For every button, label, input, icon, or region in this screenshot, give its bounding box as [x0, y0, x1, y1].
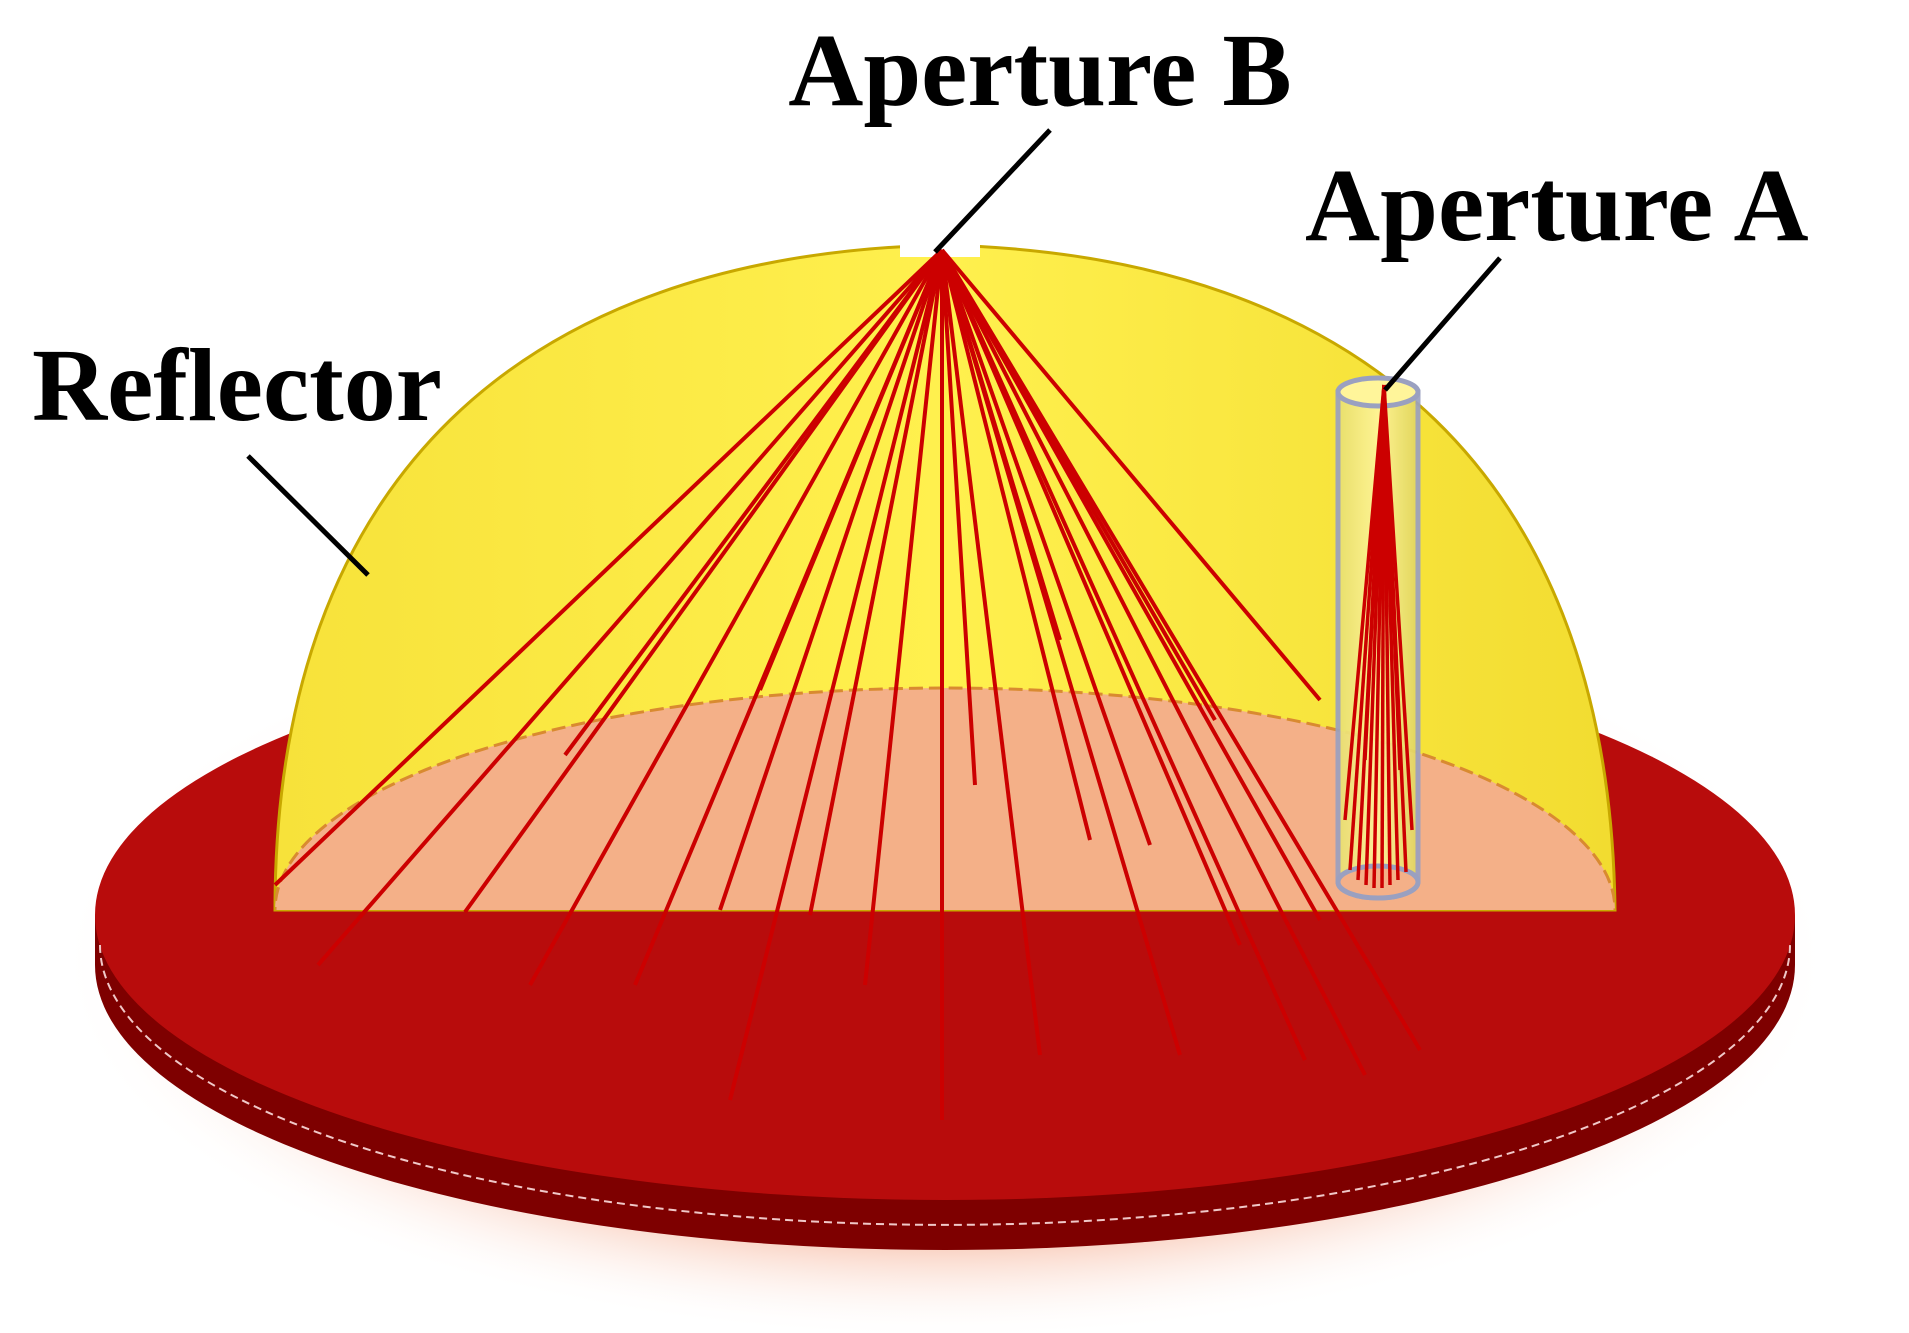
ray-b-11	[728, 249, 944, 1101]
leader-line-aperture-b	[933, 128, 1052, 254]
ray-a-9	[1343, 384, 1386, 821]
rays-from-aperture-b	[273, 248, 1422, 1120]
label-aperture-b: Aperture B	[788, 13, 1292, 128]
label-reflector: Reflector	[32, 328, 442, 443]
ray-b-14	[940, 249, 1042, 1056]
ray-b-13	[940, 249, 977, 786]
base-disk-rim-line	[99, 944, 1791, 1226]
ray-b-10	[863, 249, 944, 986]
leader-line-reflector	[246, 454, 370, 577]
rays-from-aperture-a	[1343, 384, 1414, 889]
leader-line-aperture-a	[1383, 256, 1502, 392]
ray-b-16	[940, 249, 1152, 846]
ray-a-12	[1382, 384, 1402, 771]
ray-b-1	[273, 248, 944, 887]
receiver-floor	[275, 686, 1615, 910]
ray-b-18	[940, 249, 1242, 946]
ray-b-2	[316, 248, 944, 967]
ray-b-4	[528, 249, 944, 986]
ray-b-19	[940, 249, 1307, 1061]
ray-b-3	[463, 248, 944, 914]
tube-top	[1335, 375, 1421, 409]
ray-b-25	[940, 249, 1062, 641]
ray-b-24	[940, 248, 1217, 722]
ray-b-15	[940, 249, 1092, 841]
ray-b-20	[940, 249, 1367, 1076]
ray-b-6	[563, 248, 944, 757]
ray-b-23	[940, 248, 1322, 702]
ray-b-9	[808, 249, 944, 916]
ray-b-7	[758, 249, 944, 691]
ray-b-8	[718, 249, 944, 911]
ray-a-11	[1363, 384, 1386, 761]
label-aperture-a: Aperture A	[1305, 148, 1809, 263]
